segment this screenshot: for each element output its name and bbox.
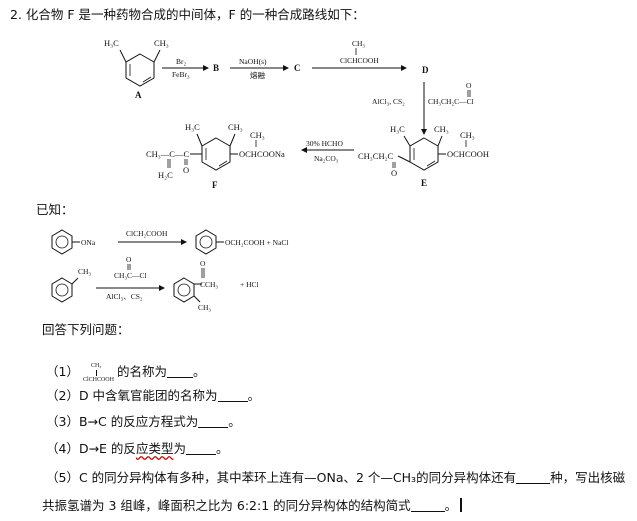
e-side-ch3: CH₃ [460,130,475,140]
a-h3c: H₃C [104,38,119,48]
r2-reagent: CH₃C—Cl [114,271,147,280]
known-reactions: ONa ClCH₂COOH OCH₂COOH + NaCl CH₃ O CH₃C… [51,229,289,312]
r1-ona: ONa [81,238,96,247]
reagent-ch3: CH₃ [352,39,365,48]
q5-text-c: 共振氢谱为 3 组峰，峰面积之比为 6:2:1 的同分异构体的结构简式 [42,498,411,513]
answers-intro: 回答下列问题： [42,322,130,337]
q5-count-blank[interactable] [516,471,551,484]
compound-a: H₃C CH₃ A [104,38,169,100]
q4-answer-blank[interactable] [185,442,216,455]
q1-end: 。 [192,364,206,379]
text-cursor [460,498,462,512]
reagent-propionyl: CH₃CH₂C—Cl [428,97,474,106]
q2-text: （2）D 中含氧官能团的名称为 [46,388,218,403]
q4-text-a: （4）D→E 的反 [46,441,136,456]
f-right-group: OCHCOONa [239,149,285,159]
sub-question-4: （4）D→E 的反应类型为 。 [46,441,228,457]
f-o: O [183,165,189,175]
e-ch3: CH₃ [434,124,449,134]
q4-text-c: 为 [173,441,186,456]
reagent-o: O [466,81,472,90]
f-h2c: H₂C [158,170,173,180]
q1-prefix: （1） [46,364,79,379]
q5-end: 。 [444,498,458,513]
question-number: 2. [10,7,22,22]
q2-end: 。 [247,388,261,403]
synthesis-scheme: H₃C CH₃ A Br₂ FeBr₃ B NaOH(s) 熔融 C CH₃ C… [104,38,489,190]
label-a: A [135,90,142,100]
reagent-naoh: NaOH(s) [239,57,267,66]
reagent-hcho: 30% HCHO [306,139,343,148]
f-ch3: CH₃ [228,122,243,132]
known-reaction-1: ONa ClCH₂COOH OCH₂COOH + NaCl [51,229,289,255]
q1-formula-ch3: CH₃ [90,363,102,369]
reagent-alcl3: AlCl₃, CS₂ [372,97,405,106]
label-f: F [212,180,218,190]
sub-question-2: （2）D 中含氧官能团的名称为 。 [46,388,260,404]
question-intro: 化合物 F 是一种药物合成的中间体，F 的一种合成路线如下： [25,7,365,22]
r1-reagent: ClCH₂COOH [126,229,168,238]
f-left-group: CH₃—C—C [146,149,189,159]
r2-product-group: CCH₃ [200,280,218,289]
q4-text-emphasis: 应类型 [135,441,174,456]
sub-question-5-line-1: （5）C 的同分异构体有多种，其中苯环上连有—ONa、2 个—CH₃的同分异构体… [46,470,625,486]
q1-formula-bond [95,370,97,376]
compound-e: H₃C CH₃ CH₃CH₂C O CH₃ OCHCOOH E [358,124,489,188]
known-label: 已知： [36,202,74,217]
e-h3c: H₃C [390,124,405,134]
question-header: 2. 化合物 F 是一种药物合成的中间体，F 的一种合成路线如下： [10,7,365,23]
a-ch3: CH₃ [154,38,169,48]
q3-text: （3）B→C 的反应方程式为 [46,414,199,429]
e-left-group: CH₃CH₂C [358,151,394,161]
sub-question-3: （3）B→C 的反应方程式为 。 [46,414,241,430]
label-e: E [421,178,427,188]
reagent-clchcooh: ClCHCOOH [340,56,379,65]
compound-f: H₃C CH₃ CH₃—C—C H₂C O CH₃ OCHCOONa F [146,122,285,190]
q4-end: 。 [215,441,229,456]
q3-answer-blank[interactable] [198,415,229,428]
reagent-melt: 熔融 [250,70,265,80]
r2-product-o: O [200,259,206,268]
reagent-febr3: FeBr₃ [172,70,190,79]
r2-o: O [126,255,132,264]
q1-answer-blank[interactable] [166,365,193,378]
q5-structure-blank[interactable] [410,499,445,512]
r1-product: OCH₂COOH + NaCl [225,238,289,247]
q5-text-a: （5）C 的同分异构体有多种，其中苯环上连有—ONa、2 个—CH₃的同分异构体… [46,470,517,485]
f-side-ch3: CH₃ [250,130,265,140]
q5-text-b: 种，写出核磁 [550,470,626,485]
label-c: C [294,63,301,73]
e-o: O [391,168,397,178]
r2-catalyst: AlCl₃、CS₂ [106,292,143,301]
r2-ch3: CH₃ [78,267,91,276]
q3-end: 。 [228,414,241,429]
e-right-group: OCHCOOH [447,149,489,159]
r2-product-ch3: CH₃ [198,303,211,312]
label-b: B [213,63,219,73]
q1-formula-main: ClCHCOOH [82,377,114,383]
sub-question-5-line-2: 共振氢谱为 3 组峰，峰面积之比为 6:2:1 的同分异构体的结构简式 。 [42,498,462,514]
sub-question-1: （1） CH₃ ClCHCOOH 的名称为 。 [46,363,206,383]
known-reaction-2: CH₃ O CH₃C—Cl AlCl₃、CS₂ O CCH₃ CH₃ + HCl [51,255,259,312]
q2-answer-blank[interactable] [217,389,248,402]
q1-text: 的名称为 [116,364,167,379]
reagent-br2: Br₂ [176,57,187,66]
reagent-na2co3: Na₂CO₃ [314,154,339,163]
label-d: D [422,65,429,75]
r2-hcl: + HCl [240,280,259,289]
f-h3c: H₃C [185,122,200,132]
